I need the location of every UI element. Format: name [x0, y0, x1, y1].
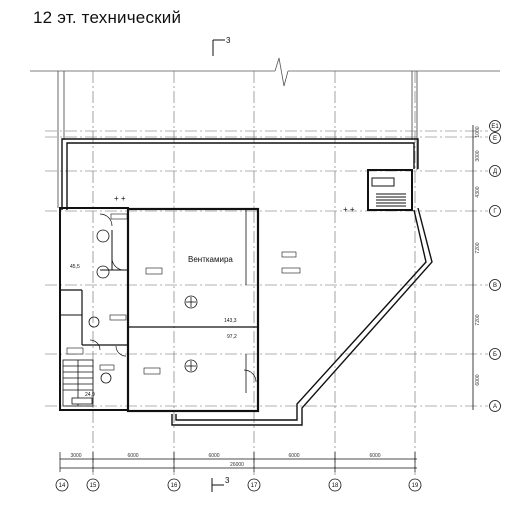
svg-text:+ +: + + — [343, 205, 355, 214]
col-dim-5: 6000 — [369, 453, 380, 459]
section-mark-bottom-label: 3 — [225, 476, 230, 485]
row-dim-2: 3000 — [475, 150, 481, 161]
svg-text:+ +: + + — [114, 194, 126, 203]
row-dim-6: 6000 — [475, 374, 481, 385]
axis-letter-e1: Е1 — [491, 124, 499, 130]
axis-number-labels: 14 15 16 17 18 19 — [59, 483, 419, 489]
axis-number-17: 17 — [251, 483, 258, 489]
axis-number-18: 18 — [332, 483, 339, 489]
axis-number-markers — [55, 478, 422, 492]
total-dim: 26000 — [230, 462, 244, 468]
col-dim-1: 3000 — [70, 453, 81, 459]
stair-exit-upper — [367, 169, 413, 211]
axis-letter-e: Е — [493, 136, 497, 142]
axis-letter-v: В — [493, 283, 497, 289]
break-line — [30, 57, 500, 87]
area-vent: 143,3 — [224, 318, 237, 324]
room-label-vent: Вентками­ра — [188, 255, 233, 264]
row-dim-5: 7200 — [475, 314, 481, 325]
axis-number-14: 14 — [59, 483, 66, 489]
roof-drain-markers: + + + + — [114, 194, 355, 214]
area-room-b: 97,2 — [227, 334, 237, 340]
door-swings — [89, 213, 257, 383]
equipment-tags — [66, 213, 301, 375]
axis-letter-b: Б — [493, 352, 497, 358]
column-dimensions: 3000 6000 6000 6000 6000 26000 — [70, 453, 380, 468]
axis-letter-g: Г — [493, 209, 497, 215]
axis-letter-labels: Е1 Е Д Г В Б А — [491, 124, 499, 410]
stair-lower-left — [62, 359, 94, 407]
section-mark-top — [212, 39, 225, 56]
left-rooms-walls — [59, 207, 129, 411]
axis-number-19: 19 — [412, 483, 419, 489]
vent-chamber-walls — [126, 207, 260, 413]
axis-number-16: 16 — [171, 483, 178, 489]
area-left-1: 45,5 — [70, 264, 80, 270]
row-dimensions: 1000 3000 4300 7200 7200 6000 — [475, 126, 481, 385]
area-left-2: 24,9 — [85, 392, 95, 398]
parapet-outline — [61, 138, 433, 426]
axis-letter-markers — [472, 120, 501, 412]
axis-letter-a: А — [493, 404, 497, 410]
upper-frame — [57, 71, 418, 208]
section-mark-top-label: 3 — [226, 36, 231, 45]
row-dim-3: 4300 — [475, 186, 481, 197]
section-mark-bottom — [211, 478, 224, 492]
col-dim-4: 6000 — [288, 453, 299, 459]
row-dim-4: 7200 — [475, 242, 481, 253]
col-dim-3: 6000 — [208, 453, 219, 459]
row-dim-1: 1000 — [475, 126, 481, 137]
axis-number-15: 15 — [90, 483, 97, 489]
axis-letter-d: Д — [493, 169, 497, 175]
col-dim-2: 6000 — [127, 453, 138, 459]
floor-title: 12 эт. технический — [33, 8, 182, 27]
bottom-dimension-lines — [59, 452, 417, 472]
ventilation-symbols — [88, 229, 198, 384]
